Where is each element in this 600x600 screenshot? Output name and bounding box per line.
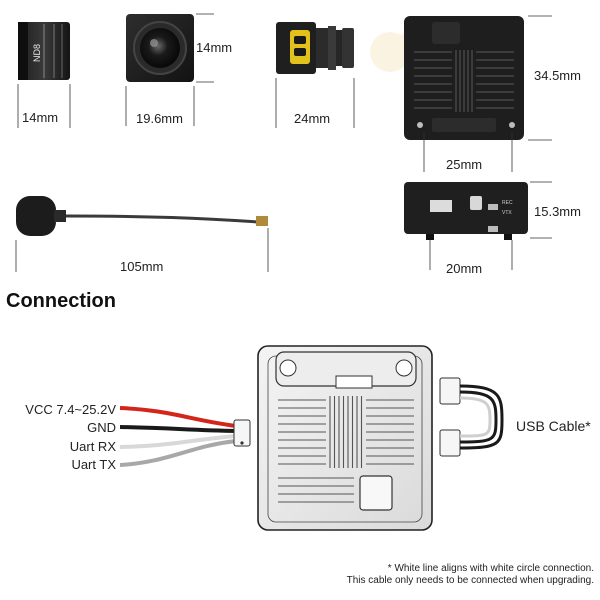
vtx-top-view	[404, 16, 524, 140]
nd8-width-label: 14mm	[22, 110, 59, 125]
wire-gnd	[119, 425, 237, 433]
note-line-1: * White line aligns with white circle co…	[387, 563, 594, 574]
wire-uart-tx	[119, 439, 237, 467]
nd8-filter: ND8	[18, 22, 70, 80]
camera-front	[126, 14, 194, 82]
antenna	[16, 196, 268, 236]
wire-label-uart-tx: Uart TX	[71, 457, 116, 472]
power-uart-cable	[119, 406, 251, 467]
vtx-height-label: 34.5mm	[534, 68, 581, 83]
wire-uart-rx	[119, 434, 237, 449]
vtx-top-dimension	[423, 15, 552, 172]
connection-heading: Connection	[6, 290, 116, 312]
camera-depth-label: 24mm	[294, 111, 331, 126]
nd8-label: ND8	[32, 44, 42, 62]
camera-side-dimension	[275, 78, 355, 128]
camera-side	[276, 22, 354, 74]
wire-vcc	[119, 406, 237, 428]
usb-cable	[439, 377, 504, 457]
wire-label-gnd: GND	[87, 420, 116, 435]
vtx-width-label: 25mm	[446, 157, 483, 172]
camera-width-label: 19.6mm	[136, 111, 183, 126]
wire-label-vcc: VCC 7.4~25.2V	[25, 402, 116, 417]
vtx-connection-board	[257, 345, 433, 531]
vtx-label: VTX	[502, 210, 512, 216]
rec-label: REC	[502, 200, 513, 206]
note-line-2: This cable only needs to be connected wh…	[346, 575, 594, 586]
vtx-depth-label: 20mm	[446, 261, 483, 276]
vtx-side-dimension	[429, 181, 552, 270]
vtx-thickness-label: 15.3mm	[534, 204, 581, 219]
camera-height-label: 14mm	[196, 40, 233, 55]
antenna-length-label: 105mm	[120, 259, 164, 274]
antenna-dimension	[15, 228, 269, 272]
nd8-width-dimension	[17, 84, 71, 128]
wire-label-uart-rx: Uart RX	[69, 439, 116, 454]
camera-dimension-lines	[125, 13, 214, 126]
vtx-side-view: REC VTX	[404, 182, 528, 240]
usb-cable-label: USB Cable*	[516, 418, 591, 434]
